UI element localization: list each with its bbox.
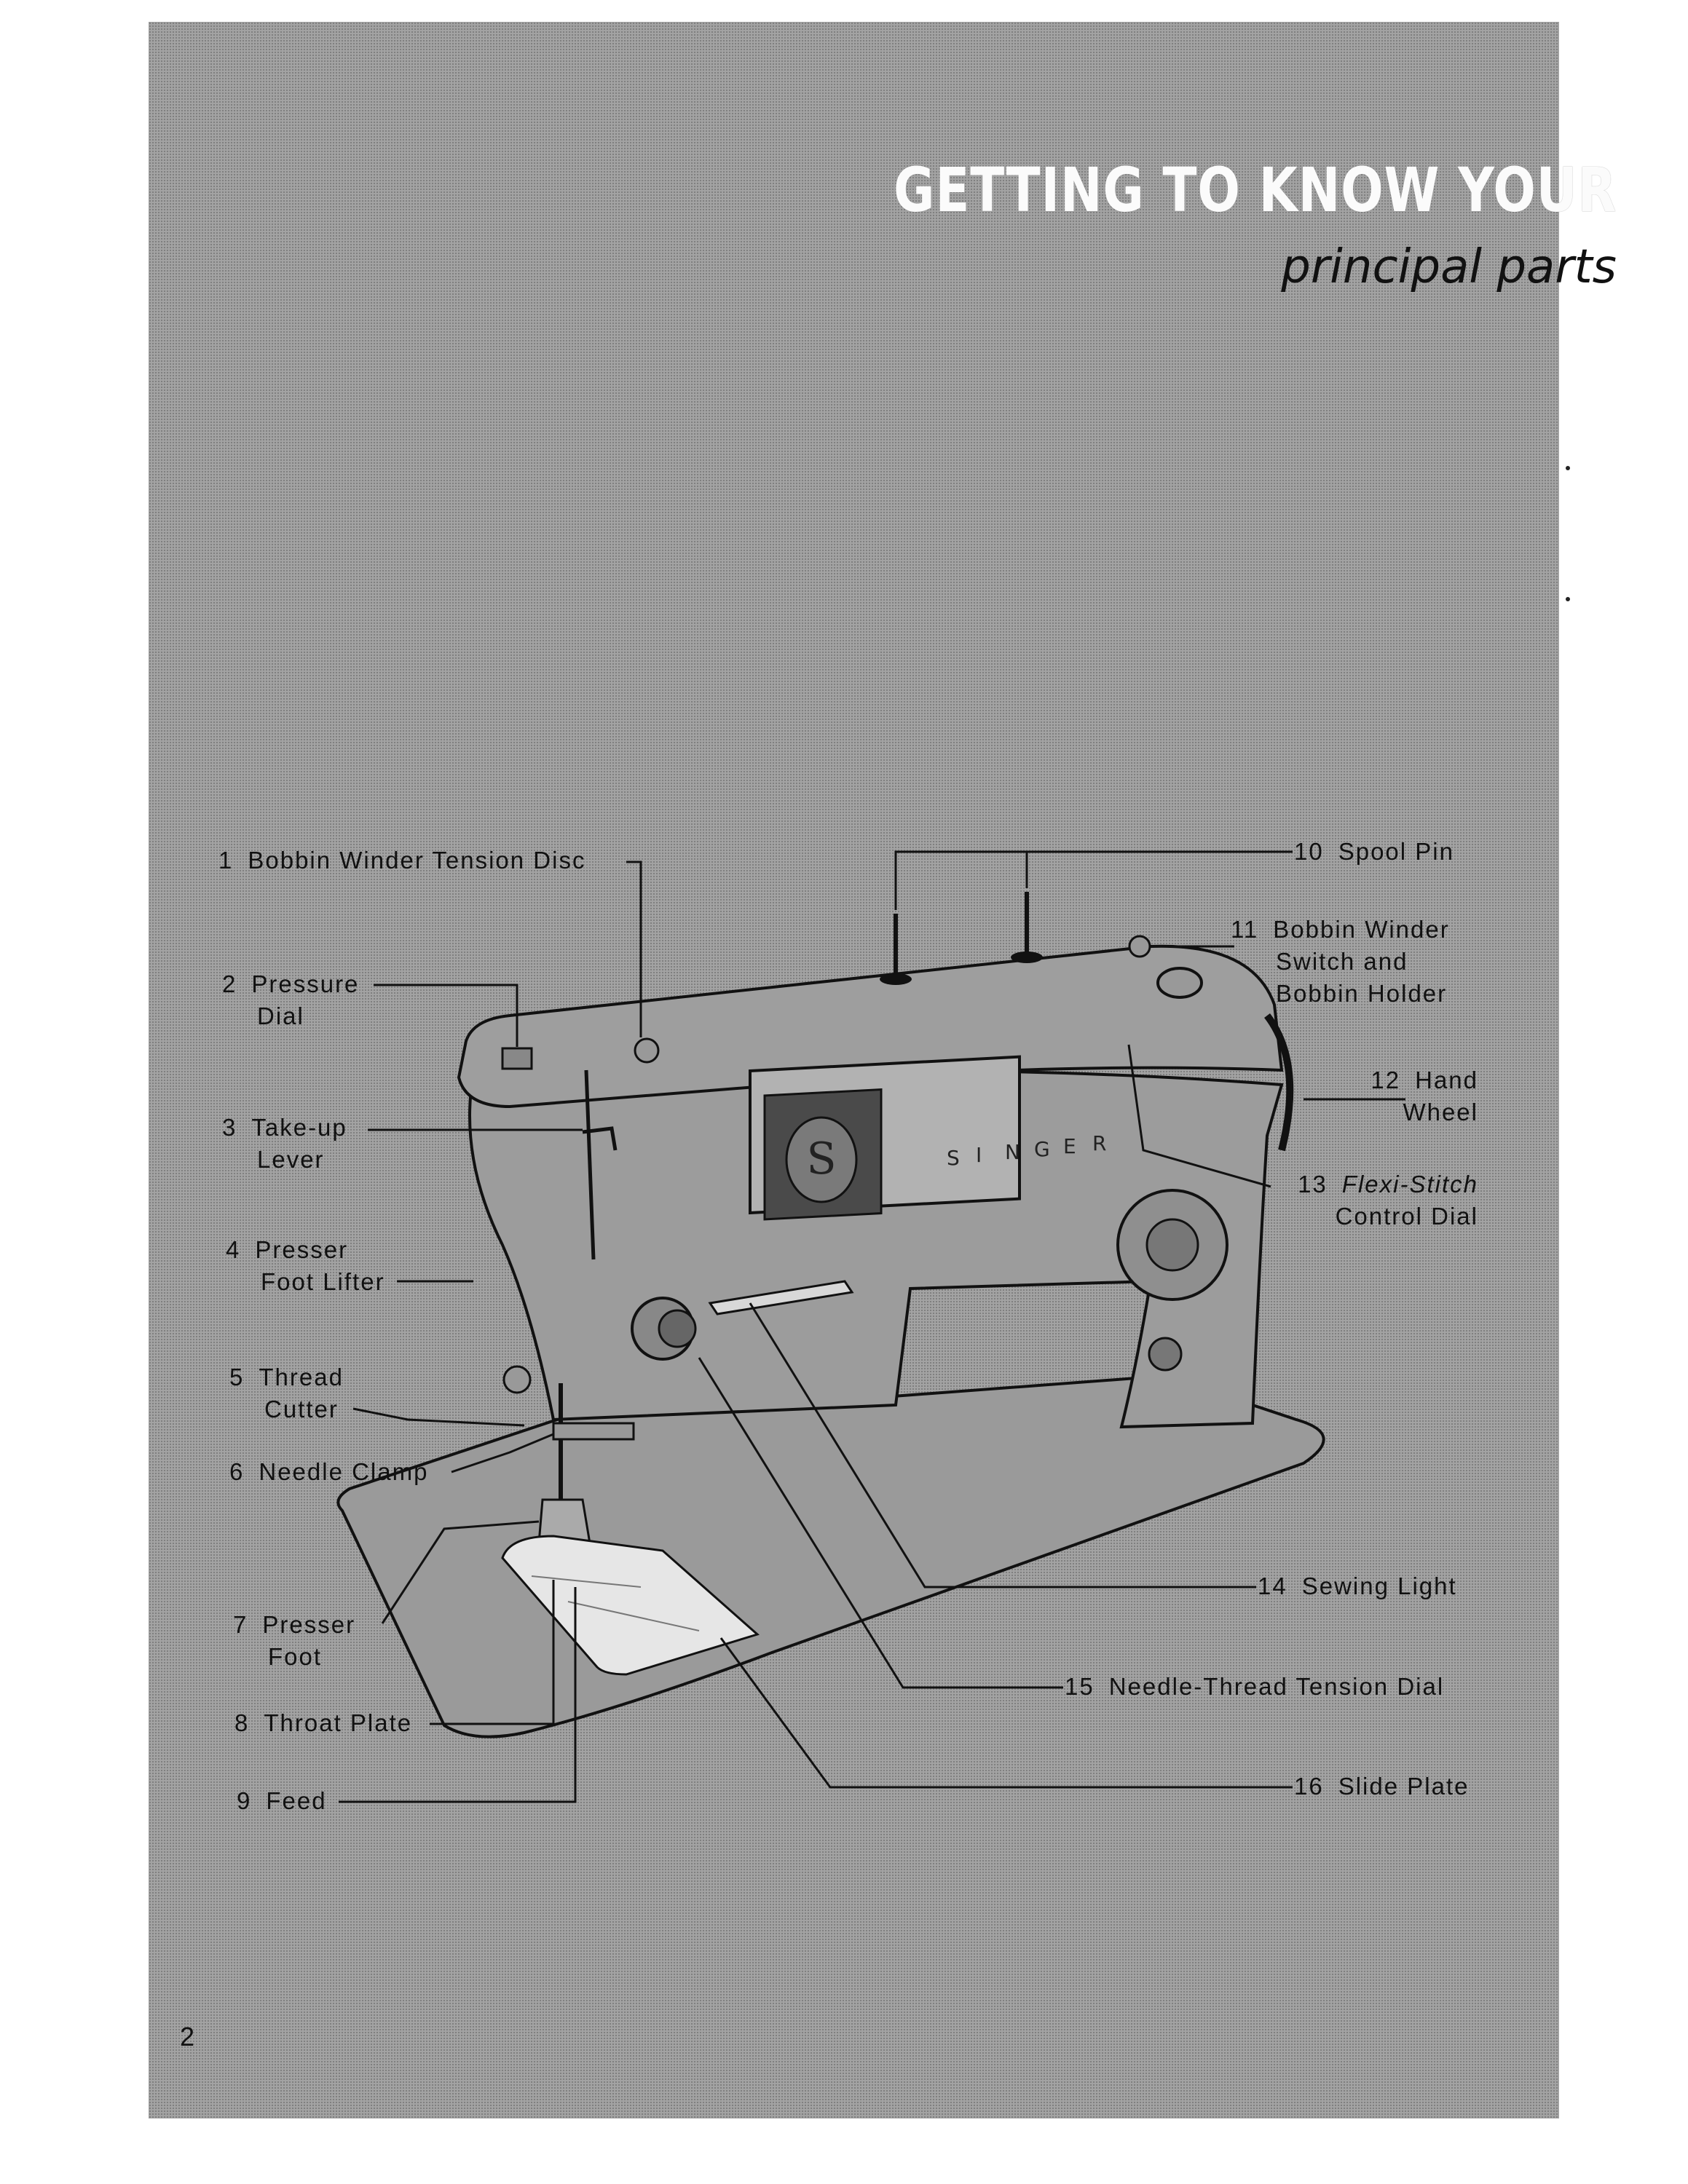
brand-letter: S	[947, 1146, 960, 1170]
brand-letter: N	[1005, 1140, 1020, 1164]
singer-logo-letter: S	[806, 1133, 836, 1184]
page-number: 2	[180, 2022, 195, 2052]
throat-plate	[501, 1535, 760, 1676]
sewing-light	[708, 1280, 854, 1315]
page-title: GETTING TO KNOW YOUR	[893, 154, 1617, 226]
needle-clamp	[552, 1422, 635, 1441]
brand-letter: E	[1063, 1134, 1076, 1158]
brand-letter: R	[1092, 1131, 1106, 1155]
brand-letter: I	[976, 1143, 982, 1167]
small-dial	[1148, 1337, 1183, 1372]
thread-cutter	[502, 1365, 532, 1394]
brand-letter: G	[1034, 1137, 1050, 1161]
pressure-dial	[501, 1047, 533, 1070]
take-up-lever	[582, 1126, 618, 1151]
margin-mark	[1566, 466, 1570, 470]
hand-wheel	[1264, 1013, 1294, 1152]
margin-mark	[1566, 597, 1570, 601]
bobbin-winder	[1156, 967, 1203, 999]
machine-top-cover	[457, 944, 1284, 1109]
page-subtitle: principal parts	[1281, 240, 1617, 294]
singer-logo	[785, 1116, 858, 1203]
tension-disc	[634, 1037, 660, 1064]
